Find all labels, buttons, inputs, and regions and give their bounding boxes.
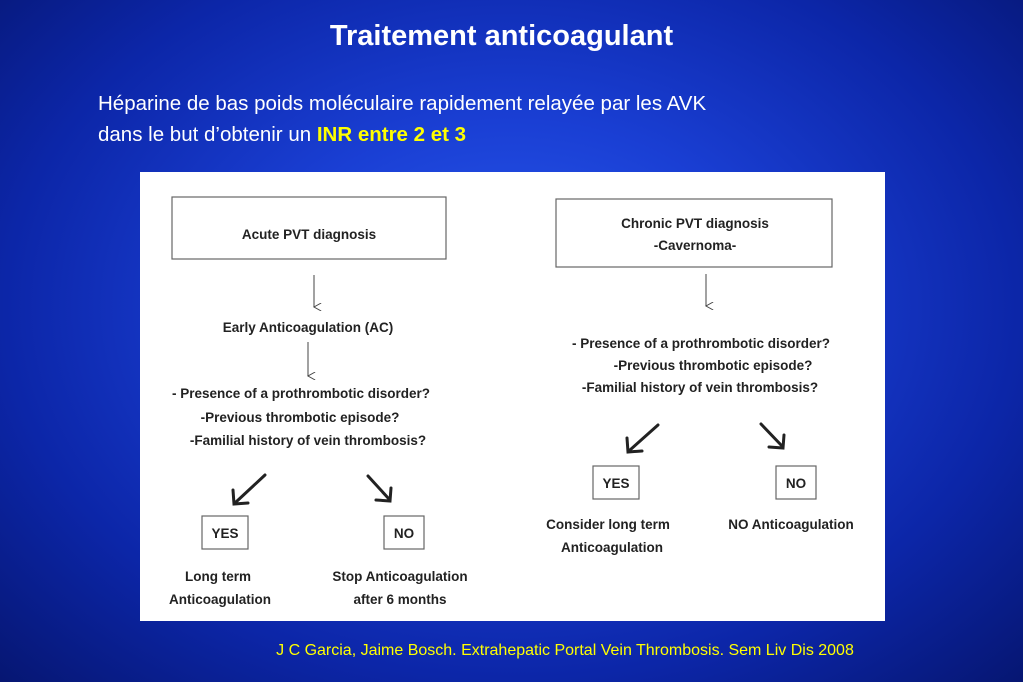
chronic-no-arrow [759, 422, 786, 450]
chronic-yes-box [592, 465, 640, 500]
chronic-yes-outcome-1: Consider long term [546, 517, 670, 532]
chronic-diagnosis-label-2: -Cavernoma- [654, 238, 737, 253]
subtitle-line-1: Héparine de bas poids moléculaire rapide… [98, 92, 707, 115]
chronic-diagnosis-box [555, 198, 833, 268]
acute-question-1: - Presence of a prothrombotic disorder? [172, 386, 430, 401]
acute-yes-outcome-2: Anticoagulation [169, 592, 271, 607]
acute-yes-arrow [231, 473, 267, 506]
acute-diagnosis-box [171, 196, 447, 260]
chronic-question-3: -Familial history of vein thrombosis? [582, 380, 818, 395]
acute-yes-label: YES [211, 526, 238, 541]
chronic-question-2: -Previous thrombotic episode? [614, 358, 813, 373]
subtitle-line-2-text: dans le but d’obtenir un [98, 123, 317, 146]
chronic-question-1: - Presence of a prothrombotic disorder? [572, 336, 830, 351]
flowchart-panel: Acute PVT diagnosis Early Anticoagulatio… [140, 172, 885, 621]
acute-no-arrow [366, 474, 393, 503]
slide-title: Traitement anticoagulant [329, 20, 674, 52]
subtitle-line-2: dans le but d’obtenir un INR entre 2 et … [98, 119, 978, 150]
acute-yes-box [201, 515, 249, 550]
chronic-yes-arrow [625, 423, 660, 454]
chronic-no-box [775, 465, 817, 500]
acute-diagnosis-label: Acute PVT diagnosis [242, 227, 376, 242]
chronic-no-label: NO [786, 476, 806, 491]
acute-question-3: -Familial history of vein thrombosis? [190, 433, 426, 448]
chronic-no-outcome-1: NO Anticoagulation [728, 517, 854, 532]
chronic-yes-label: YES [602, 476, 629, 491]
slide-subtitle: Héparine de bas poids moléculaire rapide… [98, 88, 978, 150]
acute-question-2: -Previous thrombotic episode? [201, 410, 400, 425]
acute-no-label: NO [394, 526, 414, 541]
acute-no-outcome-2: after 6 months [353, 592, 446, 607]
acute-no-outcome-1: Stop Anticoagulation [332, 569, 467, 584]
acute-yes-outcome-1: Long term [185, 569, 251, 584]
chronic-diagnosis-label-1: Chronic PVT diagnosis [621, 216, 769, 231]
chronic-yes-outcome-2: Anticoagulation [561, 540, 663, 555]
citation: J C Garcia, Jaime Bosch. Extrahepatic Po… [276, 642, 854, 659]
inr-highlight: INR entre 2 et 3 [316, 123, 467, 146]
flowchart-diagram: Acute PVT diagnosis Early Anticoagulatio… [169, 196, 854, 607]
acute-no-box [383, 515, 425, 550]
acute-early-ac-label: Early Anticoagulation (AC) [223, 320, 394, 335]
